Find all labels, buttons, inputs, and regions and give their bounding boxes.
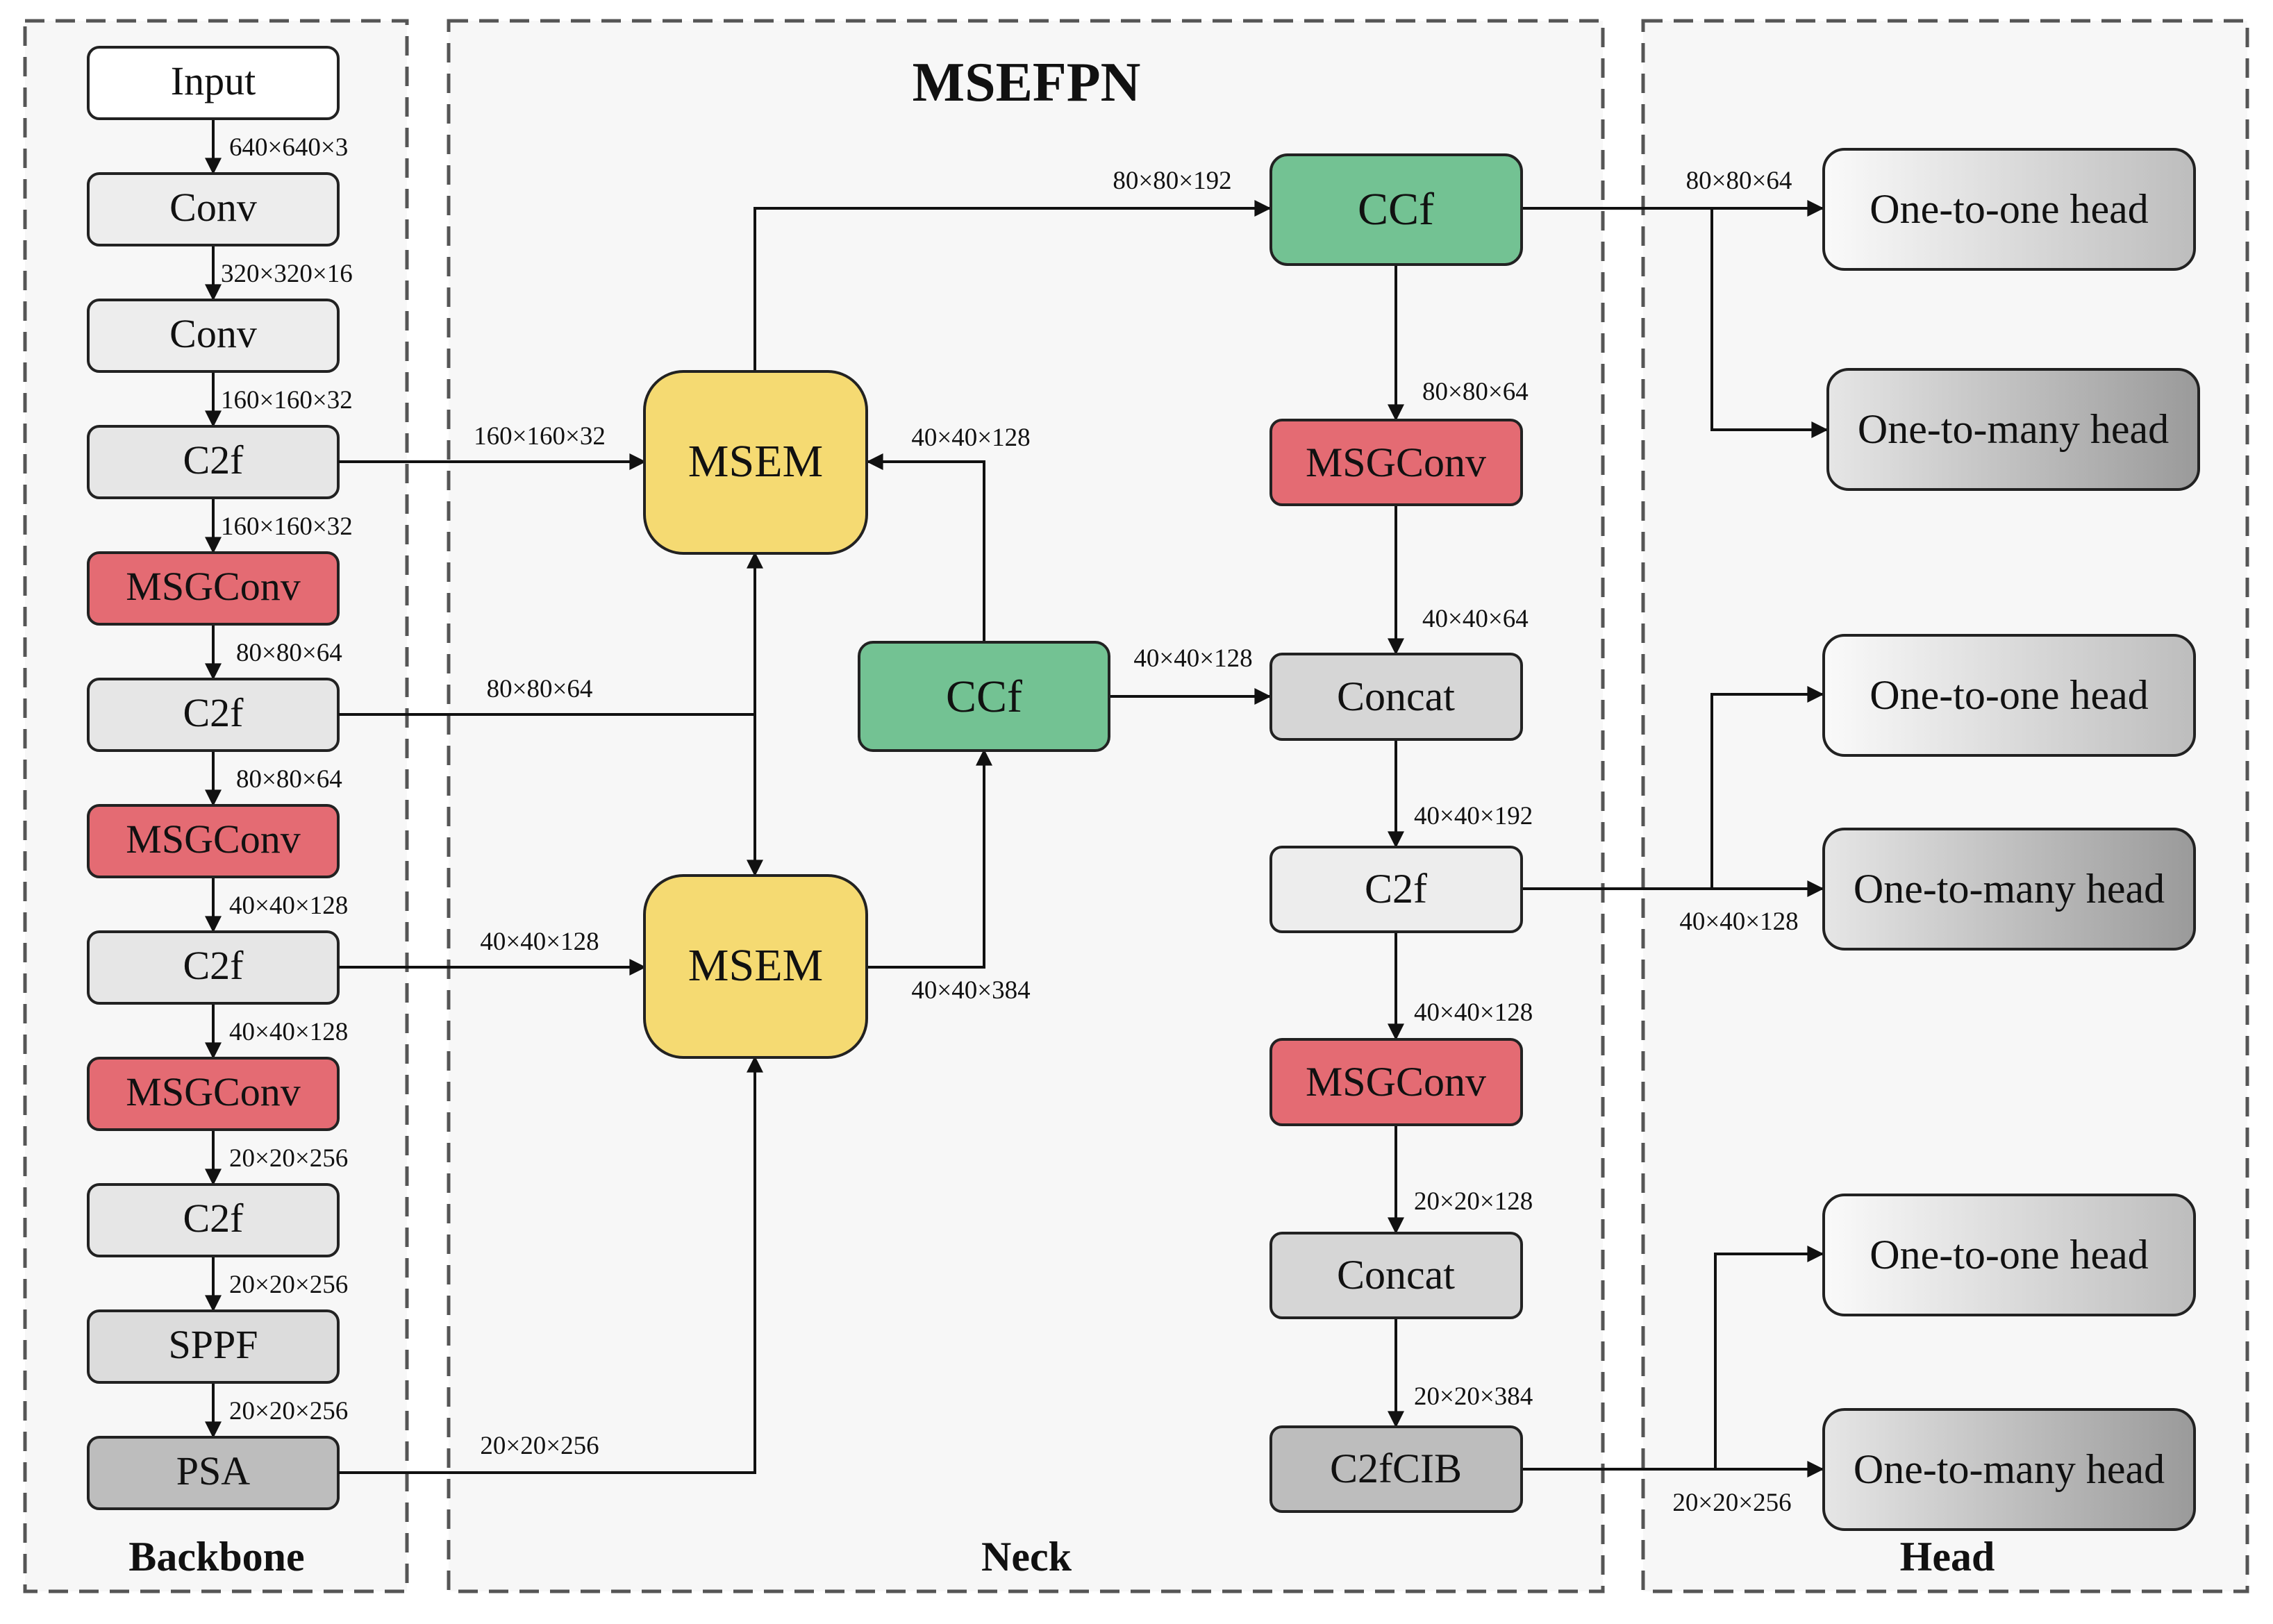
neck-node-msgconv-b-label: MSGConv <box>1306 1059 1486 1105</box>
neck-section <box>447 19 1605 1593</box>
edge-label-msgconv-c2f-2: 40×40×128 <box>229 891 348 920</box>
backbone-label: Backbone <box>128 1534 304 1580</box>
head-connectors <box>1522 200 1829 1477</box>
head-node-one-to-one-3: One-to-one head <box>1822 1194 2196 1316</box>
edge-label-c2f-head2: 40×40×128 <box>1679 907 1798 936</box>
edge-label-msgconv-c2f-1: 80×80×64 <box>236 639 342 667</box>
backbone-node-c2f-2-label: C2f <box>183 690 244 735</box>
edge-label-msem-ccf-mid: 40×40×384 <box>911 976 1030 1005</box>
neck-node-c2fcib-label: C2fCIB <box>1330 1446 1462 1491</box>
backbone-node-sppf: SPPF <box>87 1309 340 1384</box>
edge-label-ccf-concat: 40×40×128 <box>1133 644 1252 673</box>
backbone-node-c2f-4-label: C2f <box>183 1196 244 1241</box>
neck-node-concat-a-label: Concat <box>1337 673 1455 719</box>
neck-node-msgconv-a: MSGConv <box>1269 419 1523 506</box>
head-node-one-to-one-1-label: One-to-one head <box>1870 186 2148 232</box>
neck-node-ccf-top-label: CCf <box>1358 184 1434 235</box>
head-node-one-to-many-1-label: One-to-many head <box>1858 406 2169 452</box>
edge-label-sppf-psa: 20×20×256 <box>229 1397 348 1425</box>
neck-connectors <box>338 200 1404 1474</box>
neck-node-concat-a: Concat <box>1269 653 1523 741</box>
backbone-node-msgconv-2: MSGConv <box>87 804 340 878</box>
diagram-title: MSEFPN <box>913 52 1141 113</box>
backbone-node-conv-1: Conv <box>87 172 340 246</box>
backbone-node-c2f-4: C2f <box>87 1183 340 1257</box>
backbone-node-c2f-3-label: C2f <box>183 943 244 988</box>
neck-node-c2f: C2f <box>1269 846 1523 933</box>
edge-label-ccf-head1: 80×80×64 <box>1686 167 1792 195</box>
edge-label-c2f-msgconv-1: 160×160×32 <box>221 512 353 541</box>
backbone-node-sppf-label: SPPF <box>168 1322 258 1367</box>
edge-label-c2f-msgconv-3: 40×40×128 <box>229 1018 348 1046</box>
neck-node-ccf-top: CCf <box>1269 153 1523 266</box>
neck-node-msgconv-a-label: MSGConv <box>1306 440 1486 485</box>
neck-label: Neck <box>981 1534 1072 1580</box>
head-node-one-to-one-2: One-to-one head <box>1822 634 2196 757</box>
head-node-one-to-many-2: One-to-many head <box>1822 828 2196 951</box>
head-node-one-to-many-3: One-to-many head <box>1822 1408 2196 1531</box>
backbone-node-c2f-3: C2f <box>87 930 340 1005</box>
neck-node-concat-b: Concat <box>1269 1232 1523 1319</box>
neck-node-c2fcib: C2fCIB <box>1269 1425 1523 1513</box>
backbone-node-msgconv-2-label: MSGConv <box>126 817 300 862</box>
backbone-node-c2f-2: C2f <box>87 678 340 752</box>
edge-label-concat-c2f: 40×40×192 <box>1414 802 1533 830</box>
edge-label-c2f-sppf: 20×20×256 <box>229 1271 348 1299</box>
neck-node-msem-top-label: MSEM <box>688 436 823 487</box>
backbone-node-psa-label: PSA <box>176 1448 251 1493</box>
head-node-one-to-one-1: One-to-one head <box>1822 148 2196 271</box>
edge-label-c2f-msgconv-neck: 40×40×128 <box>1414 998 1533 1027</box>
edge-label-input-conv: 640×640×3 <box>229 133 348 162</box>
edge-label-msgconv-c2f-3: 20×20×256 <box>229 1144 348 1173</box>
head-node-one-to-many-3-label: One-to-many head <box>1854 1446 2165 1492</box>
neck-node-ccf-mid-label: CCf <box>946 671 1022 722</box>
edge-label-msem-ccf-top: 80×80×192 <box>1113 167 1231 195</box>
backbone-node-conv-1-label: Conv <box>169 185 257 230</box>
head-node-one-to-many-2-label: One-to-many head <box>1854 866 2165 912</box>
edge-label-conv-conv: 320×320×16 <box>221 260 353 288</box>
head-node-one-to-many-1: One-to-many head <box>1826 368 2200 491</box>
edge-label-c2f-msem-bottom: 40×40×128 <box>480 928 599 956</box>
edge-label-c2f-bus: 80×80×64 <box>487 675 593 703</box>
head-node-one-to-one-3-label: One-to-one head <box>1870 1232 2148 1278</box>
backbone-node-msgconv-3-label: MSGConv <box>126 1069 300 1114</box>
neck-node-msem-bottom-label: MSEM <box>688 940 823 991</box>
edge-label-concat-c2fcib: 20×20×384 <box>1414 1382 1533 1411</box>
neck-node-ccf-mid: CCf <box>858 641 1110 752</box>
edge-label-c2f-msem-top: 160×160×32 <box>474 422 606 451</box>
backbone-node-input-label: Input <box>171 58 256 103</box>
backbone-node-msgconv-1: MSGConv <box>87 551 340 626</box>
backbone-node-c2f-1: C2f <box>87 425 340 499</box>
backbone-node-input: Input <box>87 46 340 120</box>
edge-label-c2fcib-head3: 20×20×256 <box>1672 1489 1791 1517</box>
backbone-node-msgconv-1-label: MSGConv <box>126 564 300 609</box>
backbone-node-psa: PSA <box>87 1436 340 1510</box>
backbone-node-msgconv-3: MSGConv <box>87 1057 340 1131</box>
edge-label-psa-msem-bottom: 20×20×256 <box>480 1432 599 1460</box>
neck-node-msem-bottom: MSEM <box>643 874 868 1059</box>
head-label: Head <box>1900 1534 1995 1580</box>
edge-label-conv-c2f: 160×160×32 <box>221 386 353 415</box>
neck-node-msgconv-b: MSGConv <box>1269 1038 1523 1126</box>
backbone-node-conv-2-label: Conv <box>169 311 257 356</box>
head-node-one-to-one-2-label: One-to-one head <box>1870 672 2148 718</box>
head-section <box>1641 19 2249 1593</box>
backbone-node-c2f-1-label: C2f <box>183 437 244 483</box>
backbone-node-conv-2: Conv <box>87 299 340 373</box>
edge-label-msgconv-concat-b: 20×20×128 <box>1414 1187 1533 1216</box>
neck-node-msem-top: MSEM <box>643 370 868 555</box>
neck-node-concat-b-label: Concat <box>1337 1252 1455 1298</box>
neck-node-c2f-label: C2f <box>1365 866 1427 912</box>
edge-label-ccf-msgconv: 80×80×64 <box>1422 378 1529 406</box>
edge-label-msgconv-concat: 40×40×64 <box>1422 605 1529 633</box>
edge-label-c2f-msgconv-2: 80×80×64 <box>236 765 342 794</box>
edge-label-ccf-msem-top: 40×40×128 <box>911 424 1030 452</box>
